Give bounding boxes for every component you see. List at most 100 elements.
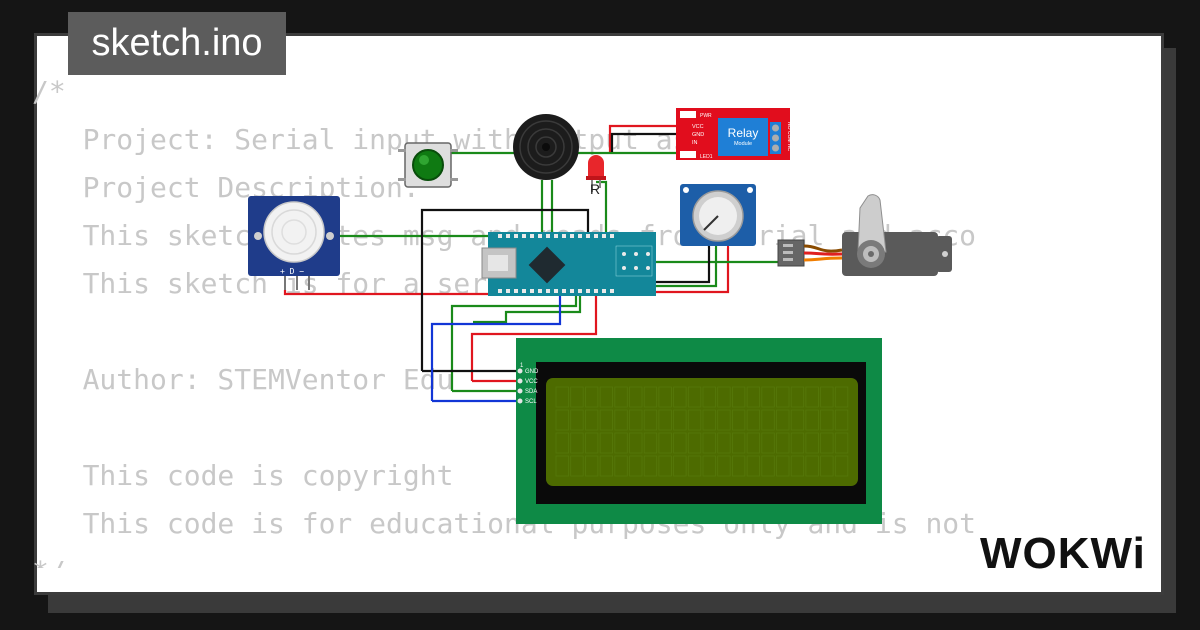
arduino-pin [602, 289, 606, 293]
lcd-char-cell [643, 455, 658, 477]
lcd-pin-vcc: VCC [525, 379, 538, 385]
lcd-char-cell [585, 409, 599, 431]
lcd-char-cell [585, 455, 599, 477]
buzzer-icon [513, 114, 579, 180]
wire-green [473, 296, 582, 324]
lcd-char-cell [776, 386, 790, 408]
lcd-char-cell [643, 386, 658, 408]
arduino-pin [530, 289, 534, 293]
pir-pin-labels: + D − [280, 267, 304, 276]
lcd-char-cell [570, 409, 584, 431]
lcd-char-cell [702, 386, 716, 408]
lcd-char-cell [776, 432, 790, 454]
wire-blue [430, 296, 562, 401]
arduino-pin [594, 289, 598, 293]
wires [283, 124, 778, 403]
lcd-char-cell [732, 409, 746, 431]
lcd-char-cell [702, 432, 716, 454]
arduino-pin [586, 289, 590, 293]
lcd-char-cell [805, 409, 819, 431]
arduino-pin [594, 234, 598, 238]
lcd-char-cell [570, 386, 584, 408]
lcd-char-cell [614, 386, 628, 408]
wire-black [610, 132, 676, 152]
lcd-char-cell [746, 409, 760, 431]
lcd-char-cell [834, 386, 849, 408]
lcd-char-cell [614, 432, 628, 454]
arduino-bottom-pins [498, 289, 614, 293]
relay-subtitle: Module [734, 141, 752, 147]
arduino-pin [570, 289, 574, 293]
code-line: /* [32, 75, 66, 108]
arduino-pin [538, 234, 542, 238]
lcd-char-cell [599, 455, 613, 477]
lcd-char-cell [790, 409, 805, 431]
lcd-char-cell [585, 386, 599, 408]
relay-top-label: PWR [700, 113, 712, 119]
lcd-char-cell [687, 409, 702, 431]
wokwi-logo: WOKWi [980, 529, 1145, 578]
lcd-char-cell [732, 432, 746, 454]
lcd-char-cell [717, 409, 731, 431]
relay-pin-vcc: VCC [692, 124, 704, 130]
lcd-char-cell [732, 386, 746, 408]
lcd-char-cell [629, 432, 643, 454]
code-line: Project Description: [32, 171, 420, 204]
pir-sensor-icon: + D − [248, 196, 340, 290]
relay-icon: PWR LED1 VCC GND IN Relay Module NO COM … [676, 108, 792, 160]
lcd-char-cell [805, 386, 819, 408]
lcd-char-cell [761, 432, 775, 454]
lcd-char-cell [658, 409, 672, 431]
lcd-char-cell [599, 432, 613, 454]
lcd-char-cell [687, 432, 702, 454]
lcd-char-cell [629, 409, 643, 431]
relay-pin-in: IN [692, 140, 698, 146]
arduino-pin [498, 289, 502, 293]
lcd-pin-scl: SCL [525, 399, 537, 405]
file-title: sketch.ino [68, 12, 286, 75]
lcd-char-cell [820, 455, 834, 477]
lcd-char-cell [805, 432, 819, 454]
lcd-char-cell [834, 455, 849, 477]
arduino-pin [554, 289, 558, 293]
lcd-char-cell [732, 455, 746, 477]
lcd-char-cell [673, 432, 687, 454]
lcd-char-cell [555, 432, 569, 454]
arduino-pin [578, 289, 582, 293]
lcd-char-cell [614, 409, 628, 431]
arduino-pin [522, 289, 526, 293]
arduino-pin [546, 234, 550, 238]
lcd-char-cell [717, 455, 731, 477]
lcd-char-cell [687, 455, 702, 477]
arduino-pin [514, 234, 518, 238]
arduino-pin [506, 234, 510, 238]
lcd-char-cell [776, 409, 790, 431]
lcd-char-cell [820, 432, 834, 454]
wire-red [608, 124, 676, 152]
lcd-icon: 1 GND VCC SDA SCL [516, 338, 882, 524]
arduino-pin [498, 234, 502, 238]
lcd-char-cell [570, 432, 584, 454]
lcd-char-cell [746, 386, 760, 408]
arduino-pin [610, 289, 614, 293]
lcd-char-cell [746, 432, 760, 454]
pushbutton-icon[interactable] [398, 142, 458, 188]
arduino-pin [554, 234, 558, 238]
lcd-char-cell [599, 386, 613, 408]
servo-icon[interactable] [777, 194, 952, 276]
code-line: */ [32, 548, 1130, 568]
arduino-pin [522, 234, 526, 238]
lcd-char-grid [555, 386, 849, 477]
relay-pin-gnd: GND [692, 132, 704, 138]
lcd-char-cell [834, 432, 849, 454]
lcd-char-cell [629, 386, 643, 408]
lcd-pin1-label: 1 [520, 363, 524, 369]
lcd-char-cell [790, 455, 805, 477]
lcd-char-cell [717, 432, 731, 454]
arduino-top-pins [498, 234, 614, 238]
arduino-pin [506, 289, 510, 293]
arduino-pin [538, 289, 542, 293]
potentiometer-icon[interactable]: GND SIG VCC [680, 184, 756, 252]
lcd-char-cell [658, 386, 672, 408]
arduino-pin [562, 234, 566, 238]
